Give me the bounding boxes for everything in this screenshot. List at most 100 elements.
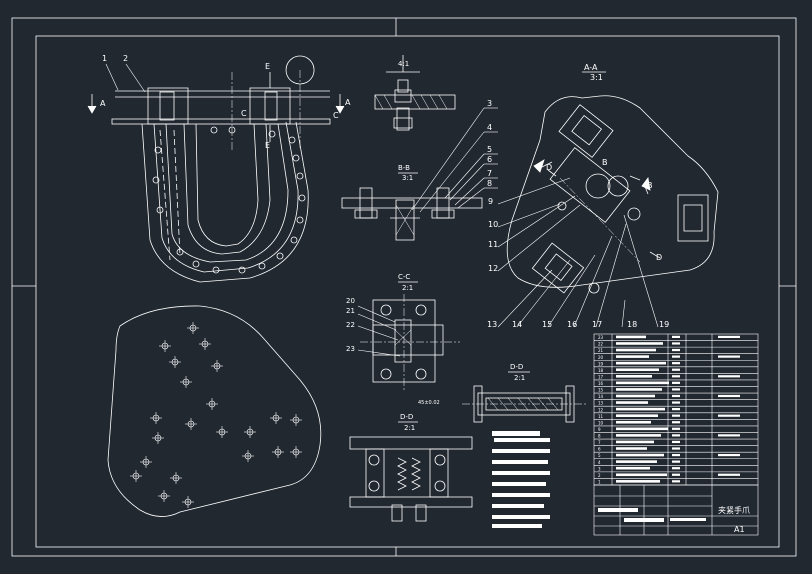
part-number-13: 13 <box>487 320 497 329</box>
bom-description-fill <box>616 453 664 457</box>
label-bb: B-B <box>398 164 410 172</box>
bom-fill <box>616 335 740 483</box>
section-d-d-labels: D-D 2:1 <box>510 363 525 382</box>
bom-note-fill <box>718 473 740 476</box>
label-cc: C-C <box>398 273 410 281</box>
bom-qty-fill <box>672 394 680 398</box>
base-plate-holes <box>130 322 302 508</box>
bom-description-fill <box>616 427 668 431</box>
tolerance-note: 45±0.02 <box>418 400 440 406</box>
scale-aa: 3:1 <box>590 73 603 82</box>
section-d-d-lower <box>349 421 473 522</box>
bom-row-number: 1 <box>598 480 601 485</box>
part-number-9: 9 <box>488 197 493 206</box>
part-number-8: 8 <box>487 179 492 188</box>
bom-row-number: 5 <box>598 453 601 458</box>
bom-row-number: 14 <box>598 394 604 399</box>
technical-notes <box>492 431 550 528</box>
section-c-c-labels: C-C 2:1 20 21 22 23 45±0.02 <box>346 273 440 406</box>
bom-qty-fill <box>672 408 680 411</box>
part-number-11: 11 <box>488 240 498 249</box>
part-number-17: 17 <box>592 320 602 329</box>
bom-row-number: 12 <box>598 407 604 412</box>
bom-row-number: 7 <box>598 440 601 445</box>
part-number-7: 7 <box>487 169 492 178</box>
bom-row-number: 15 <box>598 388 604 393</box>
bom-row-number: 2 <box>598 473 601 478</box>
bom-note-fill <box>718 394 740 398</box>
part-number-1: 1 <box>102 54 107 63</box>
bom-qty-fill <box>672 440 680 444</box>
bom-description-fill <box>616 388 662 391</box>
bom-qty-fill <box>672 427 680 430</box>
detail-view-4-1 <box>374 55 456 131</box>
part-number-22: 22 <box>346 321 355 329</box>
part-number-12: 12 <box>488 264 498 273</box>
section-mark-a-right: A <box>345 98 351 107</box>
bom-qty-fill <box>672 368 680 371</box>
bom-row-number: 16 <box>598 381 604 386</box>
leaders-3-8 <box>411 107 498 213</box>
bom-qty-fill <box>672 460 680 463</box>
bom-description-fill <box>616 368 659 372</box>
title-block-text: 夹紧手爪 A1 <box>718 505 750 534</box>
bom-row-number: 6 <box>598 447 601 452</box>
bom-description-fill <box>616 434 661 437</box>
bom-row-number: 23 <box>598 335 604 340</box>
bom-description-fill <box>616 401 648 404</box>
part-number-5: 5 <box>487 145 492 154</box>
bom-description-fill <box>616 440 654 444</box>
bom-qty-fill <box>672 414 680 417</box>
bom-row-number: 9 <box>598 427 601 432</box>
bom-description-fill <box>616 414 658 417</box>
bom-qty-fill <box>672 375 680 378</box>
bom-row-number: 10 <box>598 420 604 425</box>
bom-note-fill <box>718 414 740 417</box>
bom-row-number: 11 <box>598 414 604 419</box>
detail-scale: 4:1 <box>398 60 409 68</box>
part-number-16: 16 <box>567 320 577 329</box>
part-numbers-9-19: 9 10 11 12 13 14 15 16 17 18 19 <box>487 197 669 329</box>
part-number-6: 6 <box>487 155 492 164</box>
outer-border <box>11 17 797 557</box>
part-number-21: 21 <box>346 307 355 315</box>
section-mark-b-2: B <box>647 181 653 190</box>
bom-row-number: 21 <box>598 348 604 353</box>
bom-qty-fill <box>672 480 680 483</box>
part-number-19: 19 <box>659 320 669 329</box>
section-mark-b-1: B <box>602 158 608 167</box>
part-number-20: 20 <box>346 297 355 305</box>
bom-description-fill <box>616 473 667 477</box>
section-b-b-labels: B-B 3:1 <box>398 164 413 182</box>
bom-row-number: 4 <box>598 460 601 465</box>
bom-description-fill <box>616 460 657 463</box>
section-mark-c-right: C <box>333 111 339 120</box>
leaders-9-19 <box>497 177 659 328</box>
main-view-labels: A A C C E E 1 2 <box>100 54 351 150</box>
bom-qty-fill <box>672 453 680 457</box>
section-a-a-labels: A-A 3:1 B B D D <box>546 63 662 262</box>
bom-qty-fill <box>672 355 680 358</box>
bom-description-fill <box>616 466 650 470</box>
bom-description-fill <box>616 447 647 450</box>
part-number-15: 15 <box>542 320 552 329</box>
bom-row-number: 17 <box>598 374 604 379</box>
bom-row-number: 18 <box>598 368 604 373</box>
bom-description-fill <box>616 480 660 483</box>
bom-qty-fill <box>672 473 680 476</box>
bom-description-fill <box>616 342 663 345</box>
bom-qty-fill <box>672 335 680 338</box>
bom-row-number: 22 <box>598 342 604 347</box>
bom-note-fill <box>718 355 740 358</box>
section-mark-a-left: A <box>100 99 106 108</box>
bom-qty-fill <box>672 434 680 437</box>
bom-qty-fill <box>672 467 680 470</box>
bom-row-number: 3 <box>598 466 601 471</box>
bom-description-fill <box>616 348 656 352</box>
section-mark-d-1: D <box>546 163 552 172</box>
label-dd-lower: D-D <box>400 413 413 421</box>
section-d-d <box>462 371 586 423</box>
